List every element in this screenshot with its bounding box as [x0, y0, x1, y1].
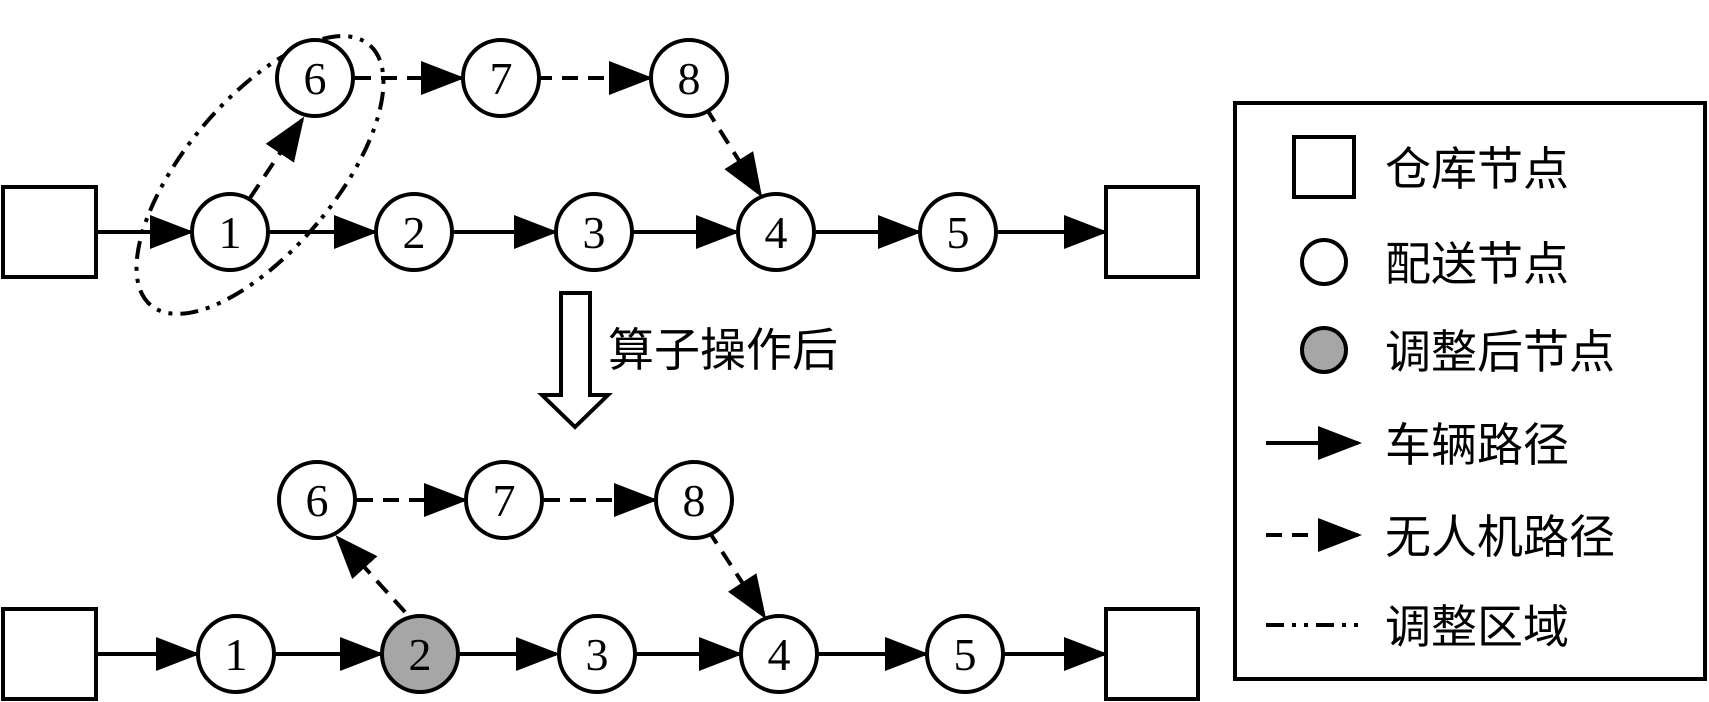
svg-text:7: 7 [493, 475, 516, 526]
drone-node-8: 8 [649, 38, 729, 118]
delivery-node-5: 5 [918, 192, 998, 272]
delivery-node-3: 3 [554, 192, 634, 272]
depot-end [1104, 607, 1200, 701]
delivery-node-4: 4 [736, 192, 816, 272]
svg-text:3: 3 [583, 207, 606, 258]
svg-text:2: 2 [403, 207, 426, 258]
delivery-node-3: 3 [557, 614, 637, 694]
svg-text:6: 6 [306, 475, 329, 526]
drone-edge [335, 535, 407, 614]
legend-adjusted-label: 调整后节点 [1385, 325, 1615, 379]
delivery-node-5: 5 [925, 614, 1005, 694]
delivery-node-4: 4 [739, 614, 819, 694]
legend-depot-label: 仓库节点 [1385, 142, 1569, 196]
depot-start [1, 607, 98, 701]
svg-text:6: 6 [304, 53, 327, 104]
svg-text:4: 4 [765, 207, 788, 258]
drone-node-7: 7 [461, 38, 541, 118]
operation-label: 算子操作后 [608, 323, 838, 377]
drone-node-6: 6 [277, 460, 357, 540]
drone-edge [706, 528, 767, 620]
drone-node-6: 6 [275, 38, 355, 118]
svg-text:7: 7 [490, 53, 513, 104]
svg-text:5: 5 [954, 629, 977, 680]
legend-adjusted-symbol [1300, 326, 1348, 374]
svg-text:3: 3 [586, 629, 609, 680]
svg-text:4: 4 [768, 629, 791, 680]
drone-edge [704, 106, 763, 198]
drone-node-7: 7 [464, 460, 544, 540]
legend-delivery-symbol [1300, 238, 1348, 286]
delivery-node-1: 1 [196, 614, 276, 694]
svg-text:8: 8 [678, 53, 701, 104]
svg-text:1: 1 [219, 207, 242, 258]
adjust-region-ellipse [134, 34, 386, 316]
legend: 仓库节点 配送节点 调整后节点 车辆路径 无人机路径 调整区域 [1233, 101, 1707, 681]
legend-vehicle-label: 车辆路径 [1385, 418, 1569, 472]
svg-text:5: 5 [947, 207, 970, 258]
delivery-node-2: 2 [374, 192, 454, 272]
legend-region-label: 调整区域 [1385, 600, 1569, 654]
svg-text:8: 8 [683, 475, 706, 526]
drone-node-8: 8 [654, 460, 734, 540]
bottom-route: 1 2 3 4 5 6 7 8 [1, 460, 1200, 701]
operation-arrow [537, 291, 613, 430]
svg-text:2: 2 [409, 629, 432, 680]
legend-delivery-label: 配送节点 [1385, 237, 1569, 291]
delivery-node-1: 1 [190, 192, 270, 272]
legend-drone-label: 无人机路径 [1385, 510, 1615, 564]
legend-depot-symbol [1292, 135, 1356, 199]
depot-end [1104, 185, 1200, 279]
depot-start [1, 185, 98, 279]
drone-edge [248, 116, 305, 200]
svg-text:1: 1 [225, 629, 248, 680]
top-route: 1 2 3 4 5 6 7 8 [1, 34, 1200, 316]
adjusted-node-2: 2 [380, 614, 460, 694]
